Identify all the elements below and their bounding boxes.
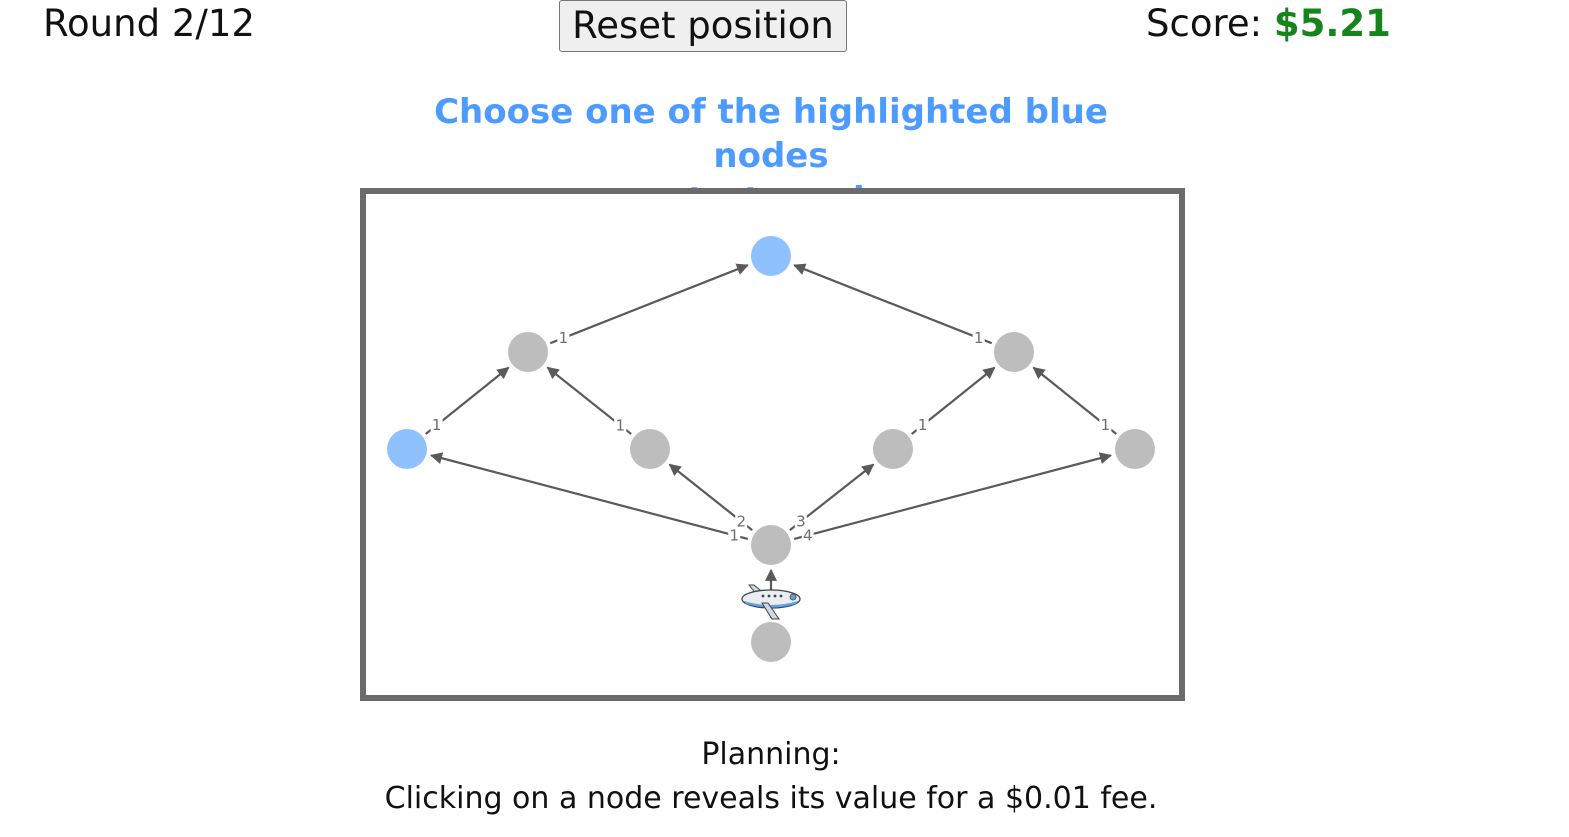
score-label: Score: [1146, 2, 1274, 45]
edge-label: 1 [974, 329, 984, 347]
edge-right-mid-to-goal [793, 263, 993, 345]
airplane-icon [741, 584, 801, 620]
node-left-outer[interactable] [387, 429, 427, 469]
node-left-inner[interactable] [630, 429, 670, 469]
edge-label-bg [430, 416, 443, 434]
edge-label: 1 [432, 416, 442, 434]
score-value: $5.21 [1273, 2, 1391, 45]
edge-label: 1 [559, 329, 569, 347]
edge-label: 3 [796, 513, 806, 531]
edge-label-bg [614, 416, 627, 434]
instruction-line-1: Choose one of the highlighted blue nodes [434, 92, 1108, 176]
edge-label-bg [972, 329, 985, 347]
edge-label: 4 [803, 526, 813, 544]
agent-layer [741, 584, 801, 620]
node-goal[interactable] [751, 236, 791, 276]
edge-root-to-right-outer [793, 452, 1112, 540]
edge-root-to-left-outer [430, 452, 749, 540]
node-right-inner[interactable] [873, 429, 913, 469]
round-counter: Round 2/12 [43, 2, 255, 45]
edge-left-mid-to-goal [549, 263, 749, 345]
nodes-layer [387, 236, 1155, 662]
node-right-outer[interactable] [1115, 429, 1155, 469]
edge-label-bg [1099, 416, 1112, 434]
edge-label-bg [728, 526, 741, 544]
edge-label: 2 [736, 512, 746, 530]
planning-info: Planning: Clicking on a node reveals its… [271, 733, 1271, 821]
edge-label: 1 [615, 416, 625, 434]
phase-label: Planning: [701, 737, 841, 772]
node-start[interactable] [751, 622, 791, 662]
edge-label: 1 [729, 526, 739, 544]
node-left-mid[interactable] [508, 332, 548, 372]
score-display: Score: $5.21 [1146, 2, 1391, 46]
phase-hint: Clicking on a node reveals its value for… [384, 781, 1158, 816]
node-right-mid[interactable] [994, 332, 1034, 372]
edge-label-bg [916, 416, 929, 434]
edge-label-bg [794, 512, 807, 530]
edge-label: 1 [918, 416, 928, 434]
edge-label-bg [735, 512, 748, 530]
reset-position-button[interactable]: Reset position [559, 0, 847, 52]
edge-label: 1 [1101, 416, 1111, 434]
edge-label-bg [801, 526, 814, 544]
edge-label-bg [557, 329, 570, 347]
node-root[interactable] [751, 525, 791, 565]
